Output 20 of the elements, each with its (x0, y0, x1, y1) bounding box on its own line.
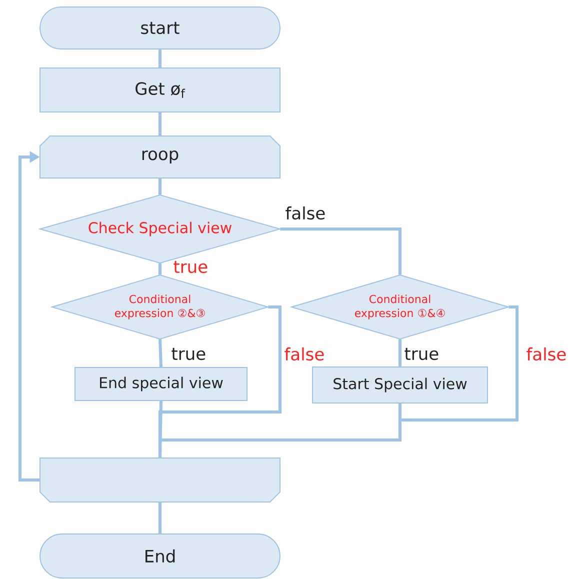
connector (158, 178, 162, 195)
connector (158, 404, 402, 458)
connector (158, 339, 162, 368)
connector (280, 228, 402, 275)
edge-label: false (525, 346, 568, 362)
edge-label: true (170, 346, 208, 362)
process-box: Start Special view (312, 366, 488, 404)
connector (398, 339, 402, 366)
process-box: End special view (74, 367, 248, 401)
loop-end-shape (40, 458, 280, 502)
edge-label: false (283, 346, 326, 362)
edge-label: true (172, 260, 210, 274)
connector (158, 50, 162, 68)
process-box: Get ø$_{f}$ (40, 68, 280, 112)
connector (158, 263, 162, 275)
edge-label: false (284, 205, 327, 221)
connector (18, 151, 40, 482)
edge-label: true (403, 346, 440, 362)
connector (158, 502, 162, 534)
connector (158, 112, 162, 136)
